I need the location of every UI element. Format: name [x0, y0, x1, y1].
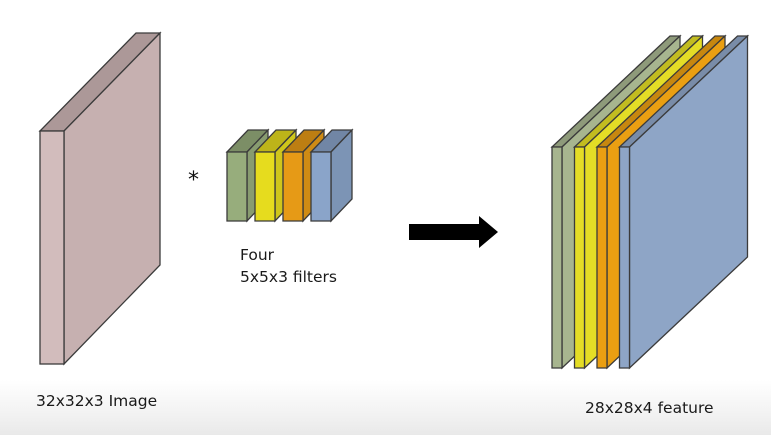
filter-front-face: [310, 151, 332, 222]
convolution-operator: *: [188, 168, 199, 193]
filters-group: [225, 128, 354, 223]
filters-label: Four 5x5x3 filters: [240, 244, 337, 288]
right-arrow-icon: [409, 216, 498, 248]
filter-front-face: [282, 151, 304, 222]
filters-label-line2: 5x5x3 filters: [240, 268, 337, 286]
input-image-volume: [38, 31, 162, 366]
feature-map-front-face: [618, 146, 631, 369]
feature-map-front-face: [551, 146, 563, 369]
feature-map-front-face: [573, 146, 586, 369]
feature-map-front-face: [596, 146, 608, 369]
output-feature-volume: [550, 34, 750, 370]
filter-front-face: [226, 151, 248, 222]
input-image-side-face: [63, 31, 161, 366]
filter-cube-blue: [309, 128, 354, 223]
filters-label-line1: Four: [240, 246, 275, 264]
output-feature-label: 28x28x4 feature: [585, 399, 714, 417]
feature-map-blue: [617, 34, 750, 370]
input-image-front-face: [39, 130, 65, 365]
filter-front-face: [254, 151, 276, 222]
input-image-label: 32x32x3 Image: [36, 392, 158, 410]
